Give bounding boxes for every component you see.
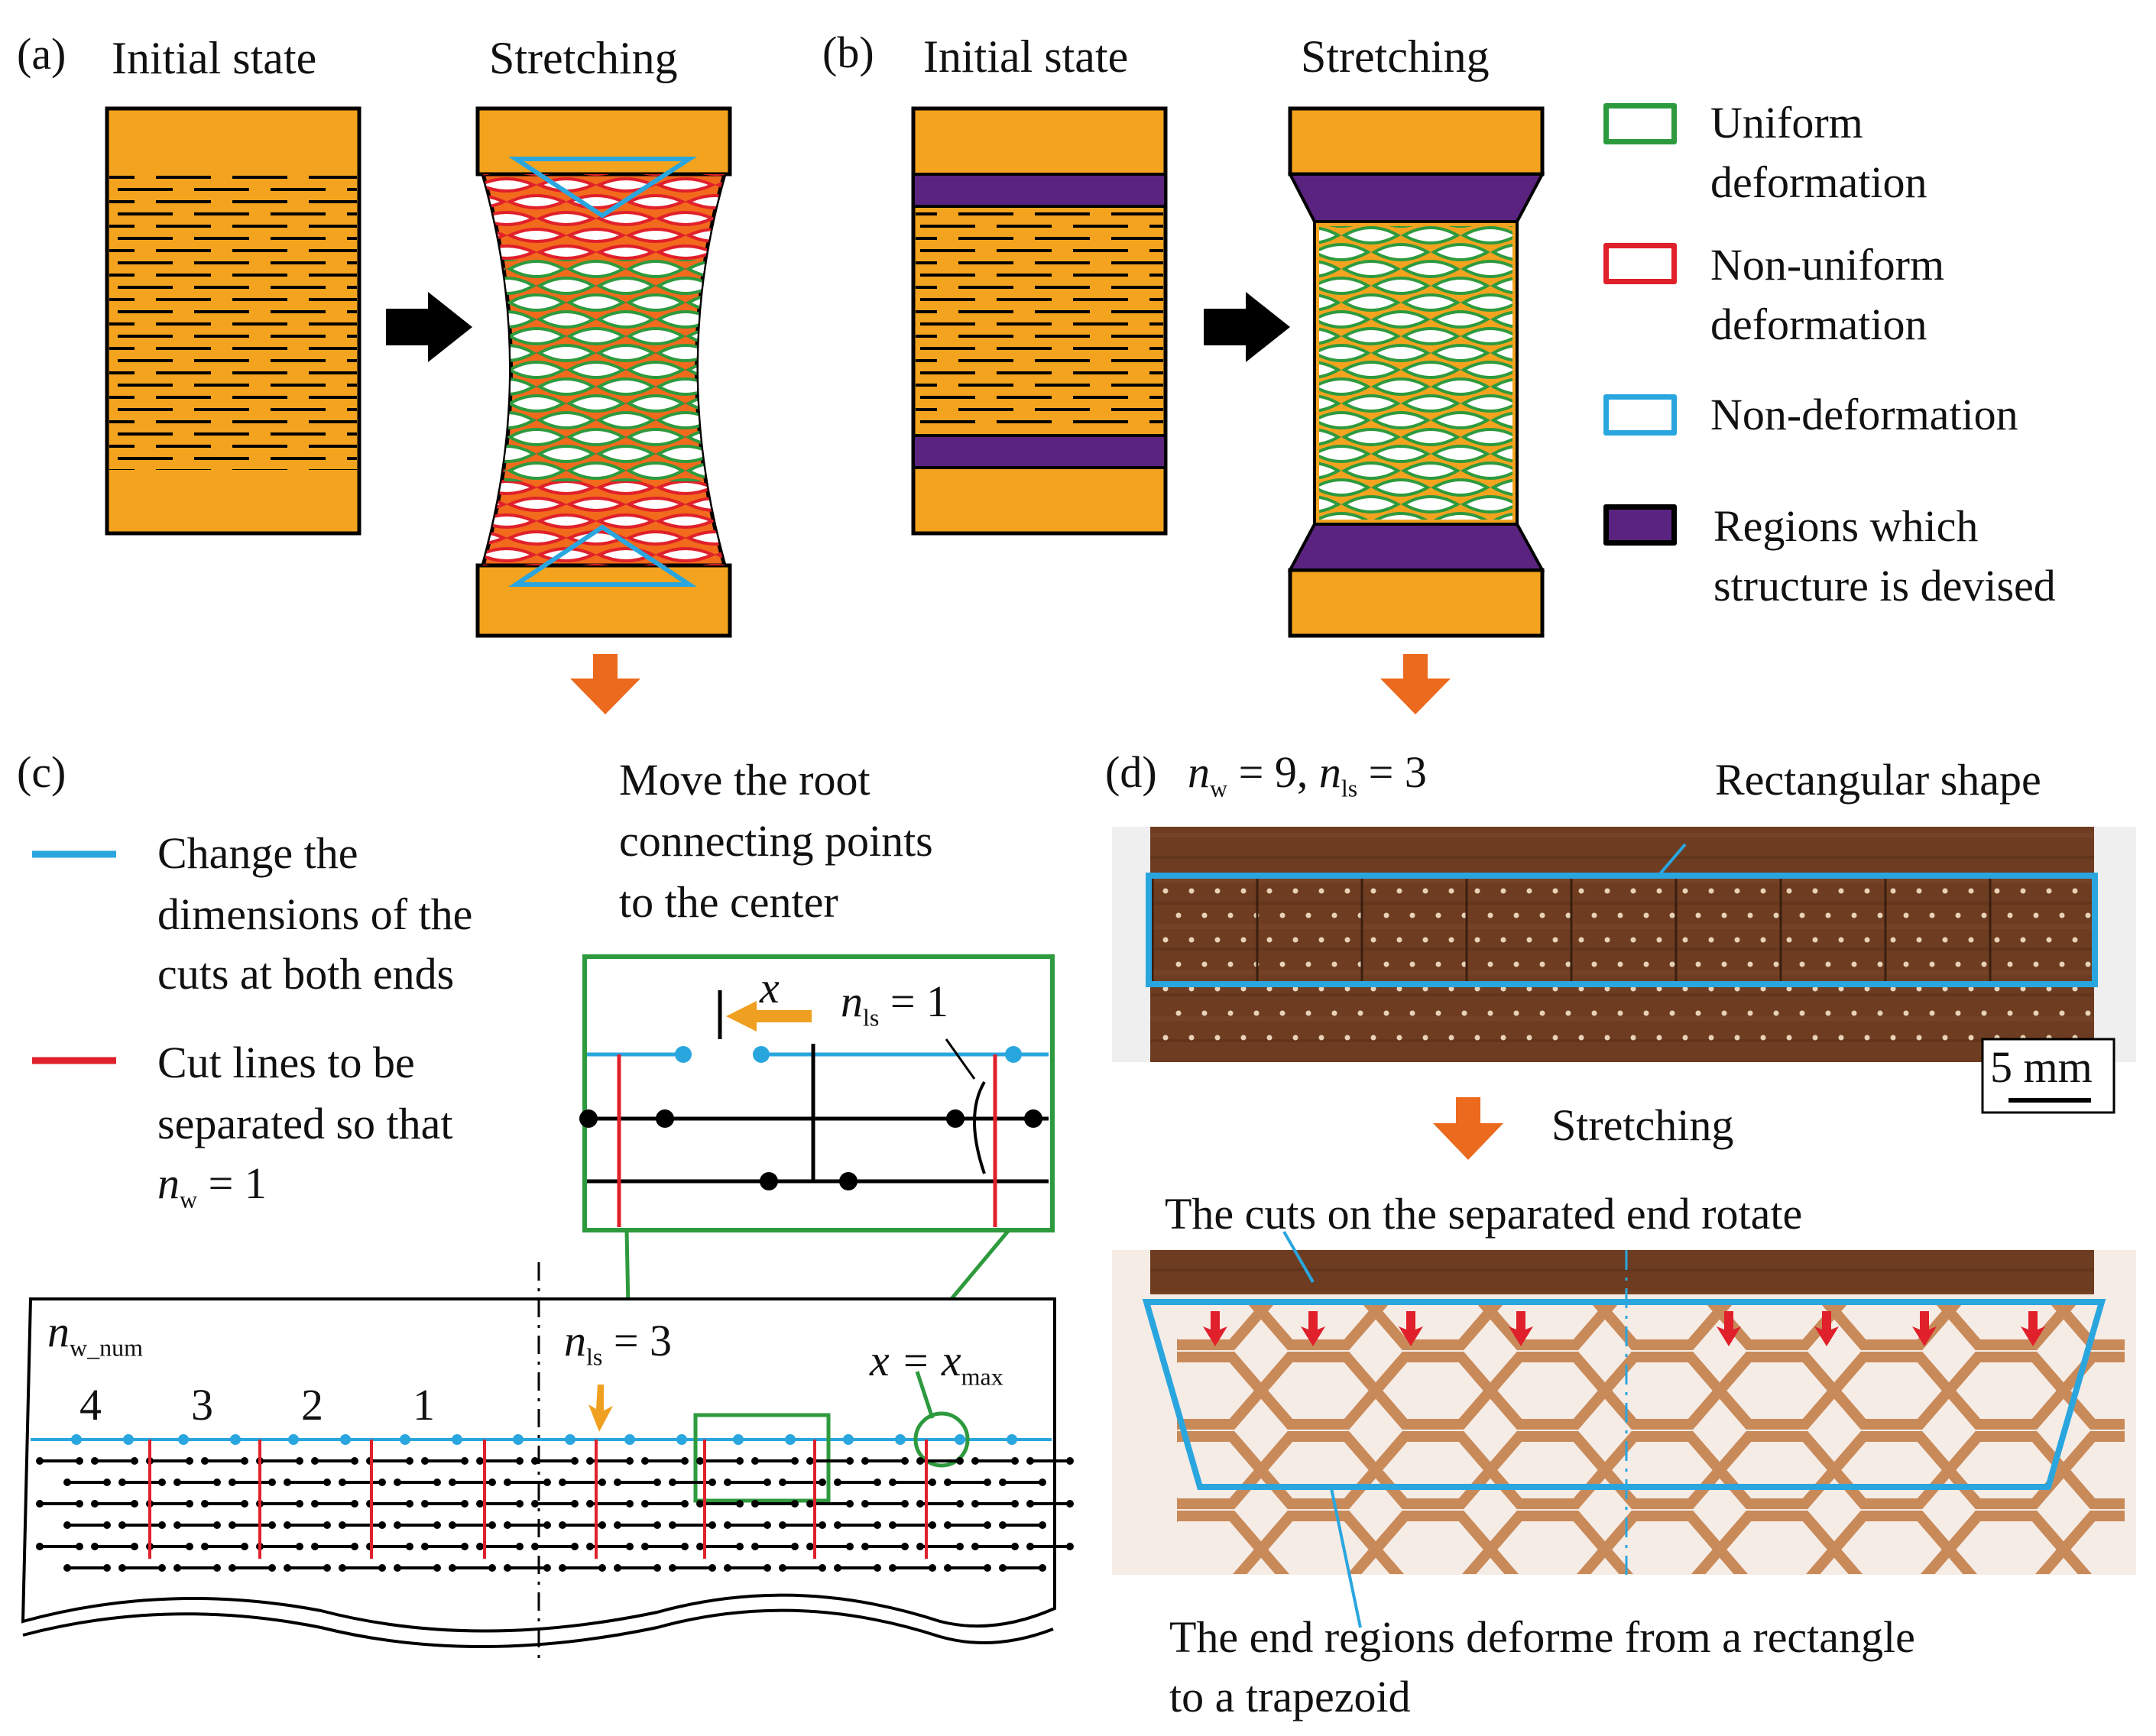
scale-bar-label: 5 mm: [1990, 1042, 2093, 1092]
photo-stretched-specimen: [1112, 1231, 2136, 1628]
legend-nonuniform-line2: deformation: [1710, 300, 1927, 349]
panel-b-initial: [911, 106, 1168, 536]
nls-arrow-icon: [588, 1385, 613, 1432]
arrow-right-icon: [386, 292, 472, 362]
photo-rect-specimen: [1112, 827, 2136, 1114]
top-non-deformation-triangle: [507, 157, 698, 219]
arrow-down-icon: [1380, 654, 1451, 714]
blue-key-line2: dimensions of the: [157, 889, 473, 939]
arrow-right-icon: [1204, 292, 1290, 362]
col-number-3: 3: [191, 1380, 213, 1430]
inset-nls-label: nls = 1: [841, 976, 949, 1032]
legend-uniform-swatch: [1603, 103, 1677, 144]
col-number-1: 1: [413, 1380, 435, 1430]
legend-uniform-line2: deformation: [1710, 157, 1927, 207]
panel-d-params: nw = 9, nls = 3: [1188, 747, 1427, 802]
blue-key-line1: Change the: [157, 828, 358, 878]
legend-nonuniform-line1: Non-uniform: [1710, 240, 1945, 290]
rotation-arrow-icon: [1399, 1311, 1423, 1346]
red-key-line1: Cut lines to be: [157, 1038, 415, 1087]
trapezoid-label-line2: to a trapezoid: [1169, 1672, 1411, 1721]
rotation-arrow-icon: [1814, 1311, 1839, 1346]
rotation-arrow-icon: [1912, 1311, 1937, 1346]
nw-equation: nw = 1: [157, 1158, 267, 1213]
legend-nonuniform-swatch: [1603, 243, 1677, 284]
legend-devised-line1: Regions which: [1713, 501, 1979, 551]
rotation-arrow-icon: [1717, 1311, 1741, 1346]
panel-b-label: (b): [822, 28, 874, 77]
inset-box: [579, 954, 1055, 1232]
xmax-label: x = xmax: [870, 1336, 1003, 1391]
arrow-down-icon: [1433, 1097, 1503, 1160]
rotation-arrow-icon: [1509, 1311, 1533, 1346]
rotate-label: The cuts on the separated end rotate: [1165, 1189, 1803, 1239]
rotation-arrow-icon: [1301, 1311, 1325, 1346]
rotation-arrow-icon: [2021, 1311, 2045, 1346]
panel-a-label: (a): [17, 29, 66, 79]
panel-b-stretched: [1287, 106, 1545, 638]
rect-shape-label: Rectangular shape: [1715, 755, 2041, 805]
move-text-line1: Move the root: [619, 755, 871, 805]
col-number-2: 2: [301, 1380, 323, 1430]
nls3-label: nls = 3: [564, 1316, 673, 1371]
red-key-line2: separated so that: [157, 1099, 453, 1148]
bottom-non-deformation-triangle: [508, 524, 698, 587]
panel-b-initial-title: Initial state: [923, 31, 1129, 82]
trapezoid-label-line1: The end regions deforme from a rectangle: [1169, 1612, 1915, 1662]
panel-d-label: (d): [1105, 747, 1157, 797]
legend-devised-line2: structure is devised: [1713, 561, 2056, 611]
legend-nondeformation-swatch: [1603, 394, 1677, 436]
move-text-line2: connecting points: [619, 816, 933, 866]
inset-x-label: x: [760, 963, 780, 1012]
x-arrow-icon: [726, 1001, 812, 1032]
panel-a-initial-title: Initial state: [112, 33, 317, 83]
move-text-line3: to the center: [619, 877, 838, 927]
panel-a-stretched: [475, 106, 732, 638]
stretching-label: Stretching: [1551, 1100, 1734, 1150]
panel-a-initial: [105, 106, 361, 536]
panel-b-stretch-title: Stretching: [1301, 31, 1490, 82]
legend-devised-swatch: [1603, 504, 1677, 546]
panel-a-stretch-title: Stretching: [489, 33, 678, 83]
rotation-arrow-icon: [1203, 1311, 1227, 1346]
blue-key-line3: cuts at both ends: [157, 949, 455, 999]
arrow-down-icon: [570, 654, 640, 714]
legend-nondeformation-line1: Non-deformation: [1710, 390, 2018, 439]
legend-uniform-line1: Uniform: [1710, 98, 1863, 147]
col-number-4: 4: [79, 1380, 102, 1430]
panel-c-label: (c): [17, 747, 66, 797]
nw-num-label: nw_num: [47, 1307, 143, 1362]
